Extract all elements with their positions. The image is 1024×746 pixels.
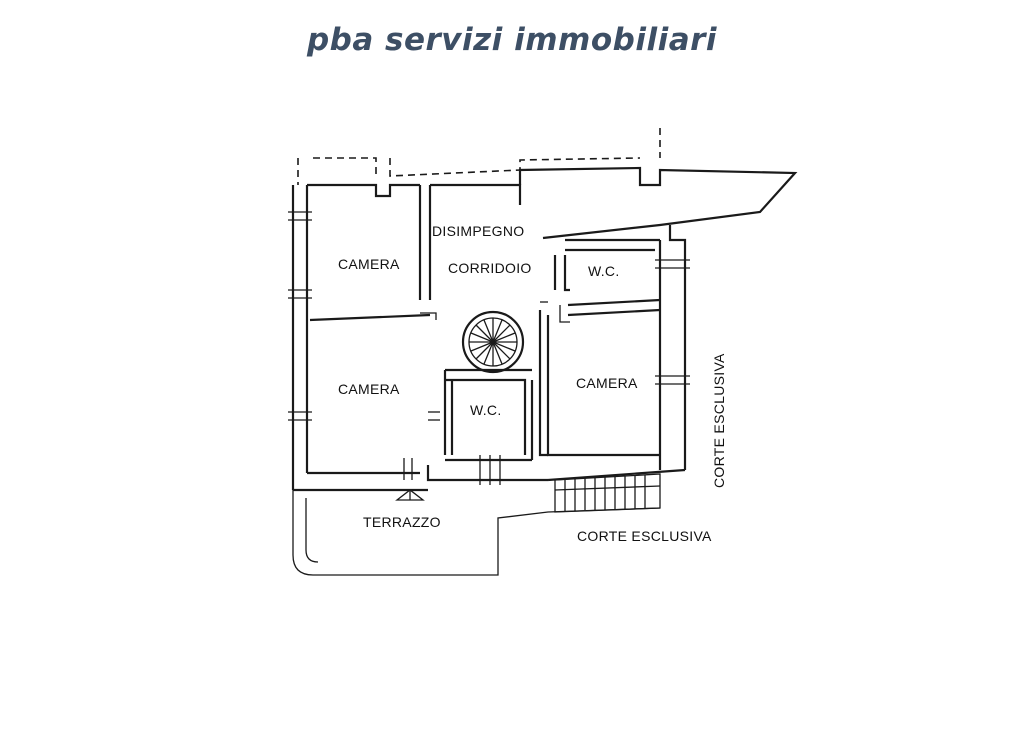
label-terrazzo: TERRAZZO bbox=[363, 514, 441, 530]
dashed-boundary bbox=[297, 128, 661, 185]
label-camera-mid-left: CAMERA bbox=[338, 381, 400, 397]
label-corridoio: CORRIDOIO bbox=[448, 260, 532, 276]
terrace-symbol bbox=[395, 489, 425, 501]
label-camera-top-left: CAMERA bbox=[338, 256, 400, 272]
brand-title: pba servizi immobiliari bbox=[306, 22, 718, 58]
outer-walls bbox=[291, 166, 798, 576]
label-disimpegno: DISIMPEGNO bbox=[432, 223, 524, 239]
exterior-steps bbox=[554, 473, 661, 513]
label-corte-horizontal: CORTE ESCLUSIVA bbox=[577, 528, 712, 544]
label-corte-vertical: CORTE ESCLUSIVA bbox=[711, 353, 727, 488]
label-wc-center: W.C. bbox=[470, 402, 502, 418]
spiral-staircase bbox=[461, 310, 525, 374]
label-camera-right: CAMERA bbox=[576, 375, 638, 391]
window-markers bbox=[288, 211, 690, 485]
label-wc-top-right: W.C. bbox=[588, 263, 620, 279]
inner-walls bbox=[309, 185, 661, 462]
